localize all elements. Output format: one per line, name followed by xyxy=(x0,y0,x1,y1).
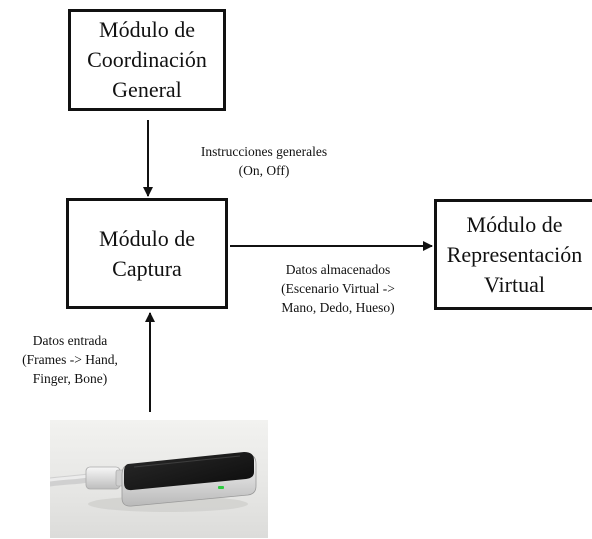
node-coordinacion-title: Módulo de Coordinación General xyxy=(87,17,207,102)
edge-label-datos-almacenados: Datos almacenados (Escenario Virtual -> … xyxy=(281,262,395,315)
edge-label-instrucciones: Instrucciones generales (On, Off) xyxy=(200,144,328,178)
edge-label-datos-entrada: Datos entrada (Frames -> Hand, Finger, B… xyxy=(22,333,118,386)
leap-motion-device-icon xyxy=(50,420,268,538)
node-captura: Módulo de Captura xyxy=(66,198,228,309)
node-representacion-virtual: Módulo de Representación Virtual xyxy=(434,199,592,310)
node-representacion-title: Módulo de Representación Virtual xyxy=(446,211,583,297)
node-coordinacion-general: Módulo de Coordinación General xyxy=(68,9,226,111)
node-captura-title: Módulo de Captura xyxy=(99,225,195,281)
